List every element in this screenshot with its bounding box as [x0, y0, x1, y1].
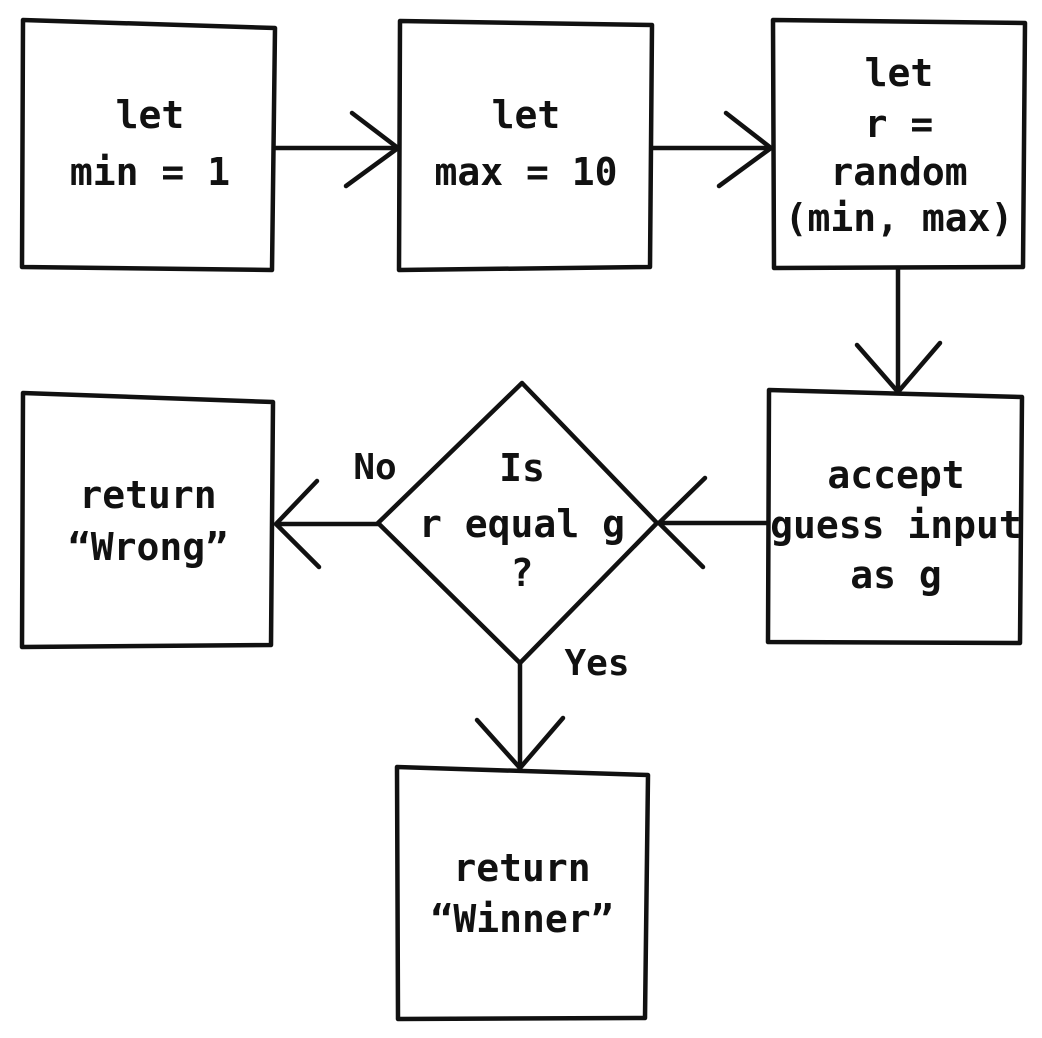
- arrow-accept-to-decision-head: [656, 475, 708, 570]
- node-let-max: let max = 10: [396, 18, 655, 273]
- arrow-decision-to-winner-head: [474, 715, 566, 771]
- node-return-winner-line1: return: [453, 846, 590, 890]
- node-let-max-box: [396, 18, 655, 273]
- node-decision: Is r equal g ?: [375, 380, 660, 666]
- node-accept-guess-line1: accept: [827, 453, 964, 497]
- node-let-random: let r = random (min, max): [770, 17, 1028, 271]
- node-return-winner-line2: “Winner”: [430, 897, 613, 941]
- arrow-min-to-max: [273, 110, 401, 189]
- arrow-max-to-random: [649, 110, 774, 189]
- node-let-min-line1: let: [116, 93, 185, 137]
- node-let-min-line2: min = 1: [70, 150, 230, 194]
- arrow-decision-to-winner: Yes: [474, 643, 630, 771]
- node-accept-guess-box: [765, 387, 1025, 646]
- node-return-wrong-line2: “Wrong”: [68, 525, 228, 569]
- arrow-min-to-max-head: [343, 110, 401, 189]
- node-accept-guess-line3: as g: [850, 553, 942, 597]
- node-accept-guess: accept guess input as g: [765, 387, 1025, 646]
- edge-label-yes: Yes: [564, 643, 629, 684]
- arrow-random-to-accept: [854, 265, 943, 395]
- arrow-accept-to-decision: [656, 475, 771, 570]
- node-return-winner: return “Winner”: [394, 764, 651, 1022]
- node-let-random-box: [770, 17, 1028, 271]
- node-let-random-line1: let: [865, 51, 934, 95]
- node-accept-guess-line2: guess input: [770, 503, 1022, 547]
- node-let-max-line2: max = 10: [434, 150, 617, 194]
- node-let-random-line3: random: [830, 150, 967, 194]
- arrow-decision-to-wrong: No: [273, 447, 397, 570]
- node-return-wrong: return “Wrong”: [19, 390, 276, 650]
- node-decision-line3: ?: [511, 551, 534, 595]
- node-let-min: let min = 1: [19, 17, 278, 273]
- node-decision-line2: r equal g: [419, 502, 625, 546]
- node-decision-line1: Is: [499, 446, 545, 490]
- node-return-winner-box: [394, 764, 651, 1022]
- arrow-decision-to-wrong-head: [273, 478, 322, 570]
- edge-label-no: No: [353, 447, 396, 488]
- node-return-wrong-box: [19, 390, 276, 650]
- node-let-min-box: [19, 17, 278, 273]
- node-let-random-line2: r =: [865, 102, 934, 146]
- node-let-max-line1: let: [492, 93, 561, 137]
- node-let-random-line4: (min, max): [785, 196, 1014, 240]
- arrow-max-to-random-head: [716, 110, 774, 189]
- arrow-random-to-accept-head: [854, 340, 943, 395]
- node-return-wrong-line1: return: [79, 473, 216, 517]
